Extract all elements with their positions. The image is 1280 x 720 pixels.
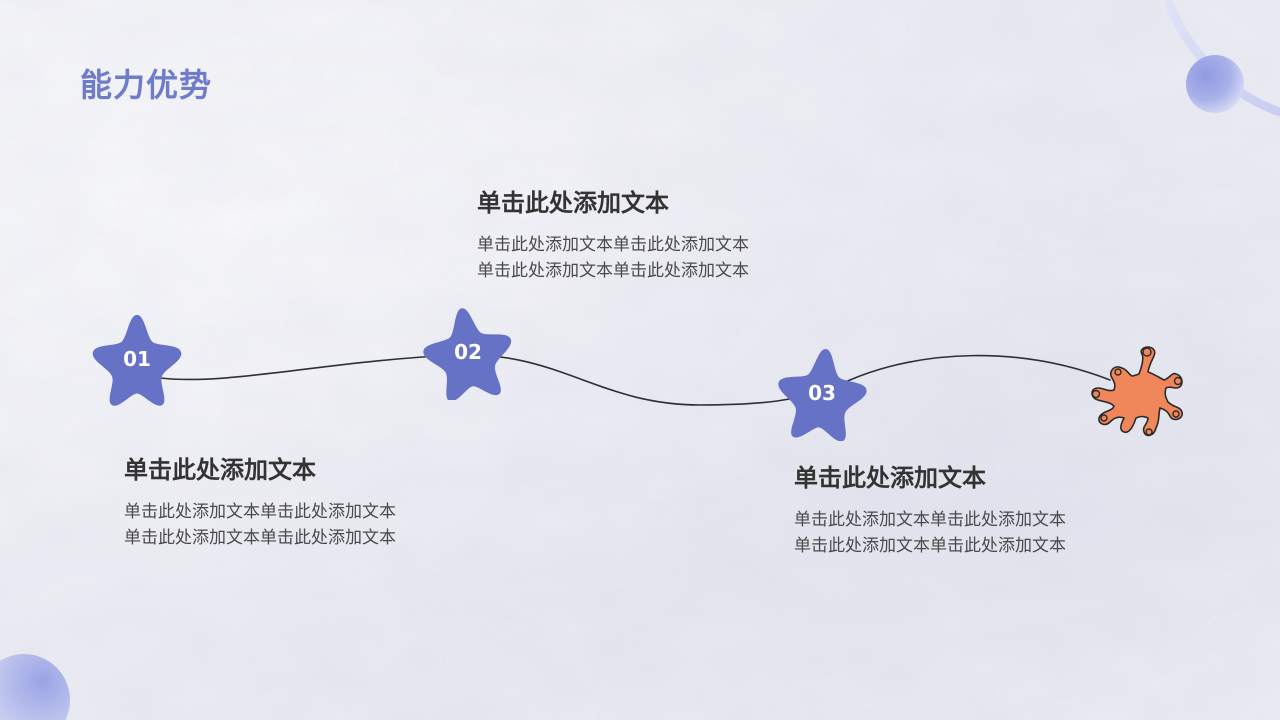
step-1-text-block: 单击此处添加文本 单击此处添加文本单击此处添加文本 单击此处添加文本单击此处添加… [124,450,444,551]
top-right-ball [1186,55,1244,113]
step-3-marker: 03 [774,345,870,441]
step-3-number: 03 [808,381,836,405]
step-1-line-1: 单击此处添加文本单击此处添加文本 [124,502,396,522]
step-2-body[interactable]: 单击此处添加文本单击此处添加文本 单击此处添加文本单击此处添加文本 [477,232,797,284]
step-2-number: 02 [454,340,482,364]
step-1-title[interactable]: 单击此处添加文本 [124,456,316,484]
step-2-line-1: 单击此处添加文本单击此处添加文本 [477,235,749,255]
bottom-left-ball [0,654,70,720]
step-3-text-block: 单击此处添加文本 单击此处添加文本单击此处添加文本 单击此处添加文本单击此处添加… [794,458,1114,559]
step-3-line-1: 单击此处添加文本单击此处添加文本 [794,510,1066,530]
page-title: 能力优势 [80,66,213,104]
step-3-title[interactable]: 单击此处添加文本 [794,464,986,492]
step-2-line-2: 单击此处添加文本单击此处添加文本 [477,261,749,281]
step-2-text-block: 单击此处添加文本 单击此处添加文本单击此处添加文本 单击此处添加文本单击此处添加… [477,183,797,284]
step-2-title[interactable]: 单击此处添加文本 [477,189,669,217]
step-1-line-2: 单击此处添加文本单击此处添加文本 [124,528,396,548]
splat-icon [1091,346,1183,437]
step-1-body[interactable]: 单击此处添加文本单击此处添加文本 单击此处添加文本单击此处添加文本 [124,499,444,551]
star-icon [423,308,512,400]
step-1-marker: 01 [89,311,185,407]
step-3-body[interactable]: 单击此处添加文本单击此处添加文本 单击此处添加文本单击此处添加文本 [794,507,1114,559]
step-3-line-2: 单击此处添加文本单击此处添加文本 [794,536,1066,556]
star-icon [778,349,867,441]
step-2-marker: 02 [420,304,516,400]
star-icon [92,314,182,406]
step-1-number: 01 [123,347,151,371]
